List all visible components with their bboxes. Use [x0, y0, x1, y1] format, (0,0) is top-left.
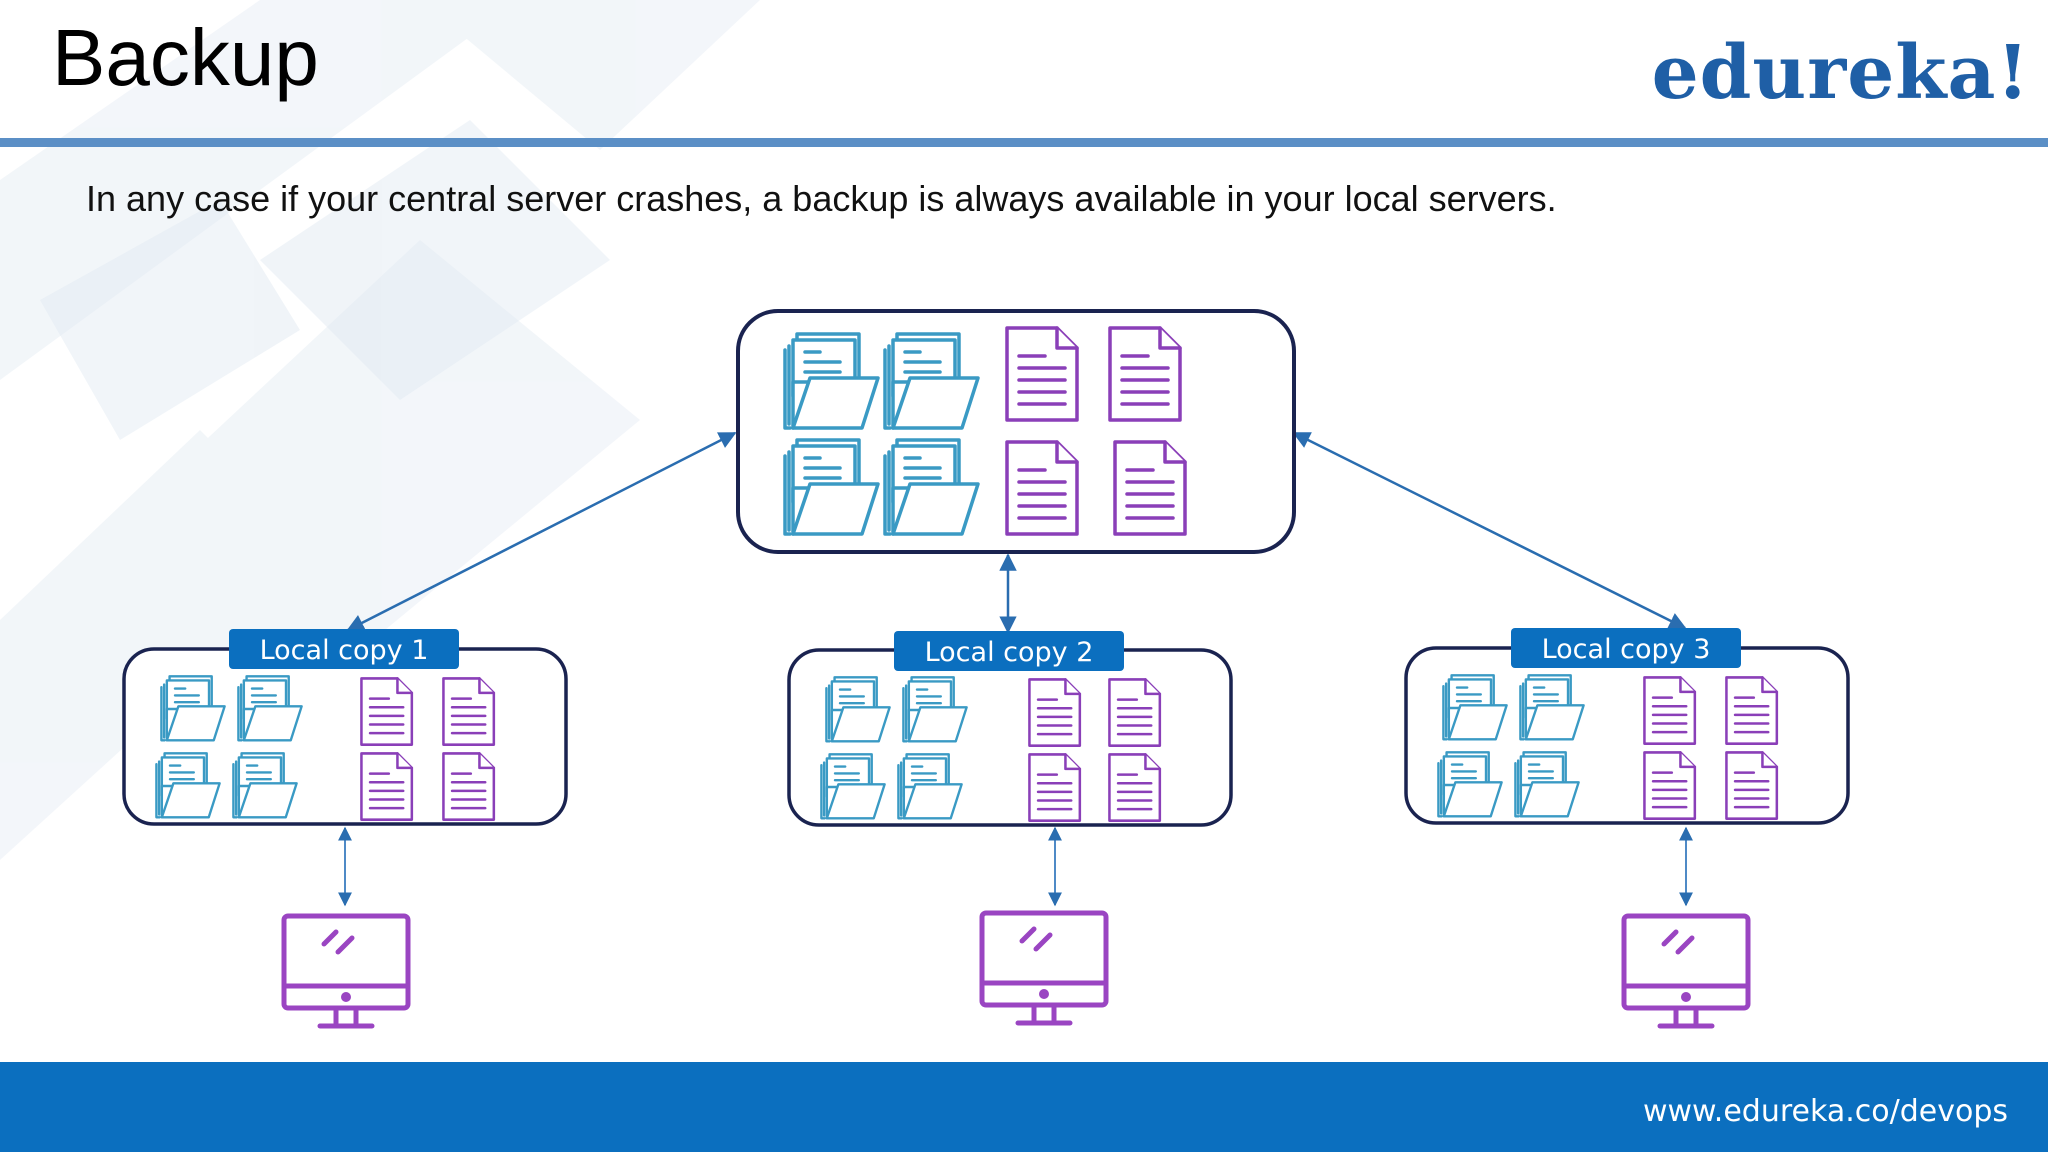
document-icon — [1725, 751, 1779, 820]
computer-icon — [1624, 916, 1748, 1026]
local-copy-1: Local copy 1 — [122, 629, 568, 826]
local-copy-label: Local copy 3 — [1542, 634, 1711, 665]
computer-icon — [982, 913, 1106, 1023]
document-icon — [1028, 678, 1082, 747]
document-icon — [1108, 753, 1162, 822]
footer-url: www.edureka.co/devops — [1642, 1094, 2008, 1129]
document-icon — [442, 677, 496, 746]
local-copy-3: Local copy 3 — [1404, 628, 1850, 825]
document-icon — [360, 752, 414, 821]
central-server — [736, 309, 1296, 554]
computer-icon — [284, 916, 408, 1026]
document-icon — [1108, 326, 1182, 422]
local-copy-label-bg — [894, 631, 1124, 671]
document-icon — [1643, 676, 1697, 745]
connector-central-local-1 — [346, 431, 737, 632]
local-copy-2: Local copy 2 — [787, 631, 1233, 827]
edureka-logo: edureka! — [1651, 30, 2030, 116]
title-divider — [0, 138, 2048, 147]
slide-title: Backup — [52, 13, 319, 102]
footer-bar — [0, 1062, 2048, 1152]
slide-subtitle: In any case if your central server crash… — [86, 178, 1557, 219]
local-copy-label-bg — [229, 629, 459, 669]
document-icon — [1108, 678, 1162, 747]
document-icon — [360, 677, 414, 746]
document-icon — [1725, 676, 1779, 745]
document-icon — [1643, 751, 1697, 820]
document-icon — [1005, 326, 1079, 422]
document-icon — [442, 752, 496, 821]
local-copy-label: Local copy 2 — [925, 637, 1094, 668]
connector-central-local-3 — [1292, 431, 1687, 630]
local-copy-label-bg — [1511, 628, 1741, 668]
local-copy-label: Local copy 1 — [260, 635, 429, 666]
document-icon — [1113, 440, 1187, 536]
document-icon — [1005, 440, 1079, 536]
document-icon — [1028, 753, 1082, 822]
